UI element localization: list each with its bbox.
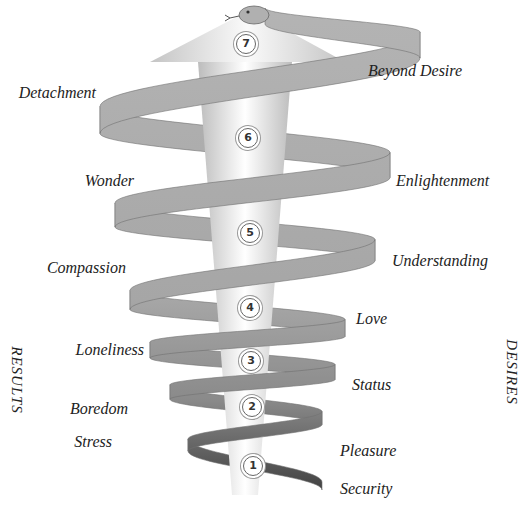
chakra-circle: 1 <box>243 456 263 476</box>
snake-tongue <box>225 15 239 21</box>
serpent-coil <box>100 32 420 134</box>
desire-label: Love <box>356 310 387 328</box>
serpent-coil <box>188 412 322 452</box>
chakra-circle: 4 <box>240 298 260 318</box>
axis-label: DESIRES <box>503 339 521 404</box>
result-label: Loneliness <box>76 341 144 359</box>
chakra-circle: 5 <box>240 223 260 243</box>
desire-label: Security <box>340 480 392 498</box>
head-shape <box>239 6 269 24</box>
chakra-number: 7 <box>242 38 250 50</box>
chakra-number: 2 <box>248 401 256 413</box>
desire-label: Status <box>352 376 391 394</box>
chakra-number: 6 <box>244 132 252 144</box>
result-label: Detachment <box>19 84 96 102</box>
serpent-coil <box>265 8 420 58</box>
chakra-number: 5 <box>246 227 254 239</box>
result-label: Boredom <box>70 400 128 418</box>
snake-eye <box>246 10 249 13</box>
result-label: Wonder <box>85 172 134 190</box>
result-label: Compassion <box>47 259 126 277</box>
chakra-circle: 6 <box>238 128 258 148</box>
desire-label: Pleasure <box>340 442 396 460</box>
result-label: Stress <box>74 433 112 451</box>
serpent-coil <box>115 153 390 228</box>
chakra-circle: 3 <box>241 351 261 371</box>
desire-label: Understanding <box>392 252 488 270</box>
chakra-number: 4 <box>246 302 254 314</box>
desire-label: Beyond Desire <box>368 62 462 80</box>
chakra-circle: 2 <box>242 397 262 417</box>
axis-label: RESULTS <box>8 346 26 414</box>
chakra-number: 1 <box>249 460 257 472</box>
desire-label: Enlightenment <box>396 172 489 190</box>
chakra-circle: 7 <box>236 34 256 54</box>
chakra-number: 3 <box>247 355 255 367</box>
serpent-head <box>225 6 269 24</box>
